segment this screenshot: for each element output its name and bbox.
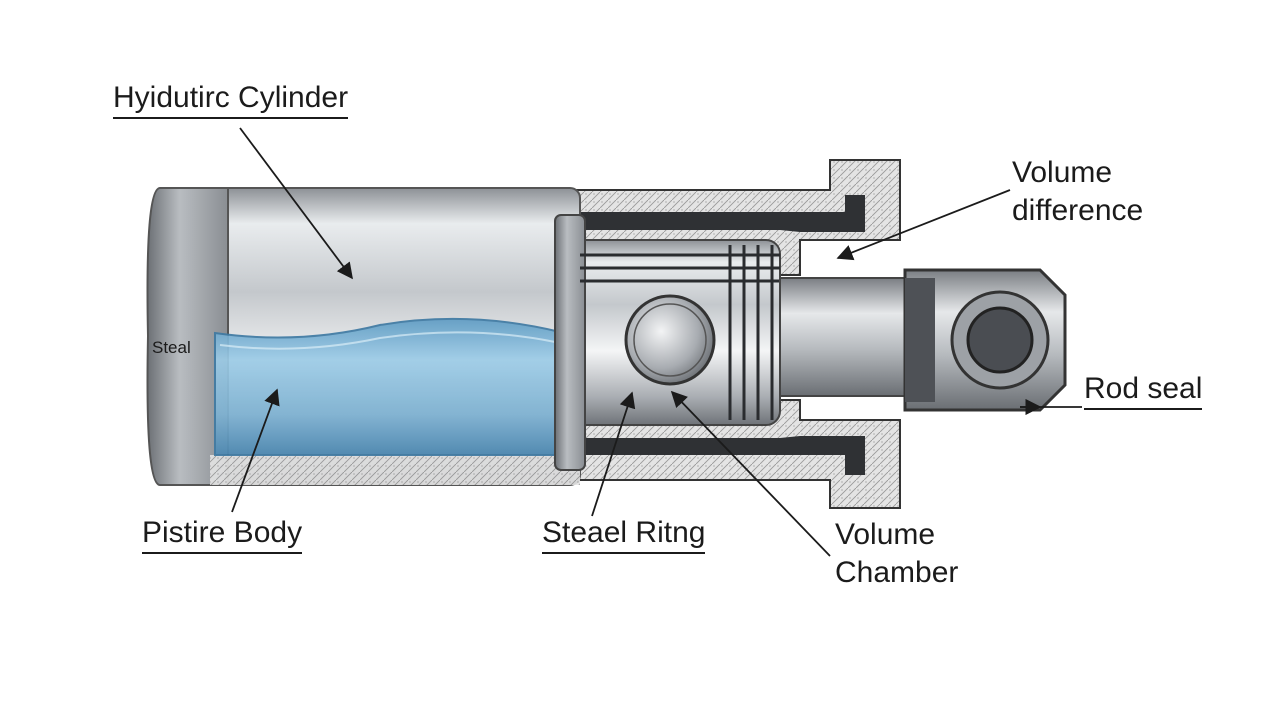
fluid-volume [214, 317, 561, 456]
steal-label: Steal [152, 338, 191, 357]
volume-difference-line-1: Volume [1012, 156, 1113, 189]
steael-ritng-label: Steael Ritng [542, 518, 706, 554]
volume-chamber-line-1: Volume [835, 518, 936, 551]
piston-rod [779, 277, 911, 397]
leader-lines [231, 127, 1082, 557]
volume-chamber-line-2: Chamber [835, 556, 959, 589]
piston [554, 214, 781, 471]
rod-seal-label: Rod seal [1084, 374, 1203, 410]
volume-difference-label: Volume difference [1012, 154, 1143, 230]
pistire-body-label: Pistire Body [142, 518, 303, 554]
volume-difference-line-2: difference [1012, 194, 1144, 227]
rod-end [903, 268, 1067, 412]
volume-chamber-label: Volume Chamber [835, 516, 958, 592]
cylinder-label: Hyidutirc Cylinder [113, 83, 349, 119]
